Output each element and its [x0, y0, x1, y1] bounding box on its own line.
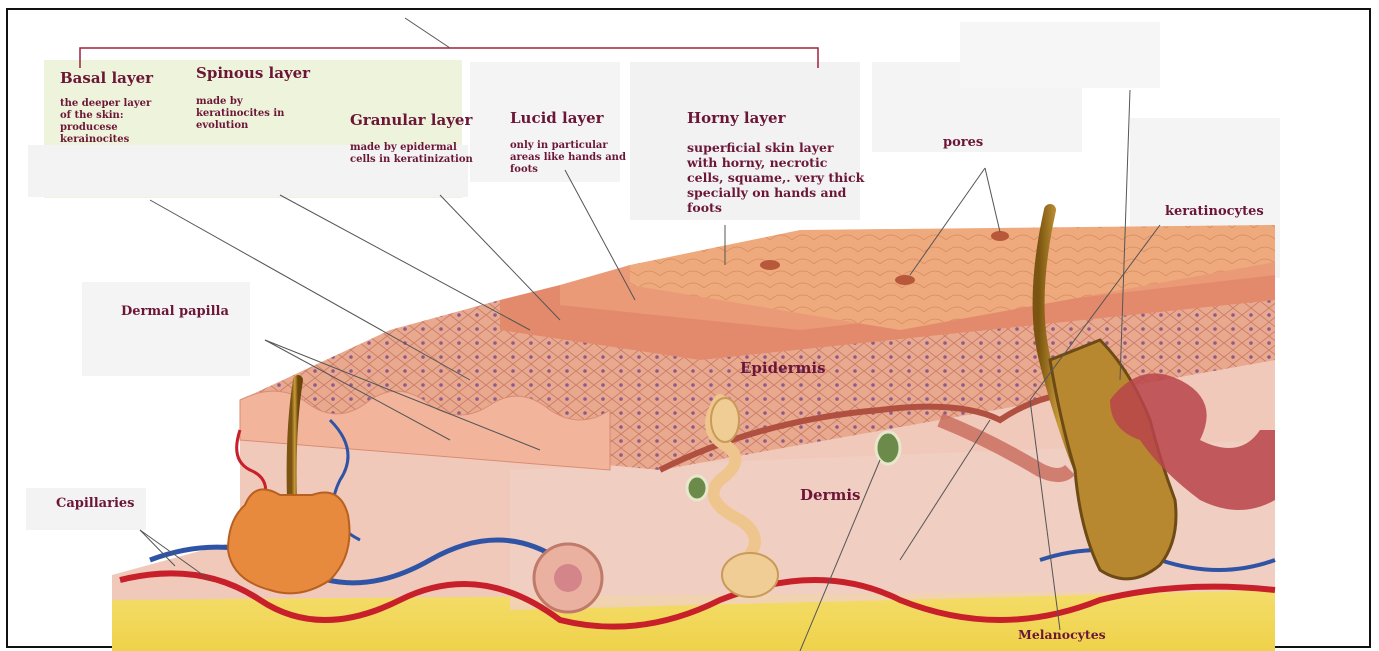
melanocytes-label: Melanocytes: [1018, 628, 1106, 642]
bracket-pointer: [405, 18, 450, 48]
dermis-label: Dermis: [800, 487, 860, 504]
sweat-gland-top: [711, 398, 739, 442]
horny-layer-title: Horny layer: [687, 110, 786, 127]
horny-layer-desc-4: specially on hands and: [687, 186, 846, 200]
basal-layer-title: Basal layer: [60, 70, 153, 87]
pores-label: pores: [943, 136, 983, 151]
spinous-layer-title: Spinous layer: [196, 65, 310, 82]
basal-layer-desc-3: producese: [60, 122, 118, 133]
horny-layer-desc-2: with horny, necrotic: [687, 156, 827, 170]
pore-2: [895, 275, 915, 285]
pore-3: [991, 231, 1009, 241]
capillaries-label: Capillaries: [56, 497, 134, 512]
lucid-layer-desc-2: areas like hands and: [510, 152, 626, 163]
spinous-layer-desc-3: evolution: [196, 120, 248, 131]
left-hair-bulb: [228, 489, 350, 593]
sweat-gland-coil: [722, 553, 778, 597]
dermal-papilla-label: Dermal papilla: [121, 305, 229, 320]
horny-layer-desc-3: cells, squame,. very thick: [687, 171, 864, 185]
keratinocytes-label: keratinocytes: [1165, 205, 1264, 220]
horny-layer-desc-1: superficial skin layer: [687, 141, 834, 155]
lucid-layer-title: Lucid layer: [510, 110, 604, 127]
spinous-layer-desc-2: keratinocites in: [196, 108, 284, 119]
epidermis-label: Epidermis: [740, 360, 826, 377]
sebaceous-gland-2: [687, 476, 707, 500]
granular-layer-desc-1: made by epidermal: [350, 142, 457, 153]
spinous-layer-desc-1: made by: [196, 96, 243, 107]
label-box-top-right: [960, 22, 1160, 88]
label-box-dermal-papilla: [82, 282, 250, 376]
lucid-layer-desc-3: foots: [510, 164, 538, 175]
pore-1: [760, 260, 780, 270]
sebaceous-gland-1: [876, 432, 900, 464]
granular-layer-title: Granular layer: [350, 112, 472, 129]
pacinian-core: [554, 564, 582, 592]
basal-layer-desc-4: kerainocites: [60, 134, 129, 145]
basal-layer-desc-2: of the skin:: [60, 110, 124, 121]
lucid-layer-desc-1: only in particular: [510, 140, 608, 151]
basal-layer-desc-1: the deeper layer: [60, 98, 151, 109]
granular-layer-desc-2: cells in keratinization: [350, 154, 473, 165]
horny-layer-desc-5: foots: [687, 201, 722, 215]
